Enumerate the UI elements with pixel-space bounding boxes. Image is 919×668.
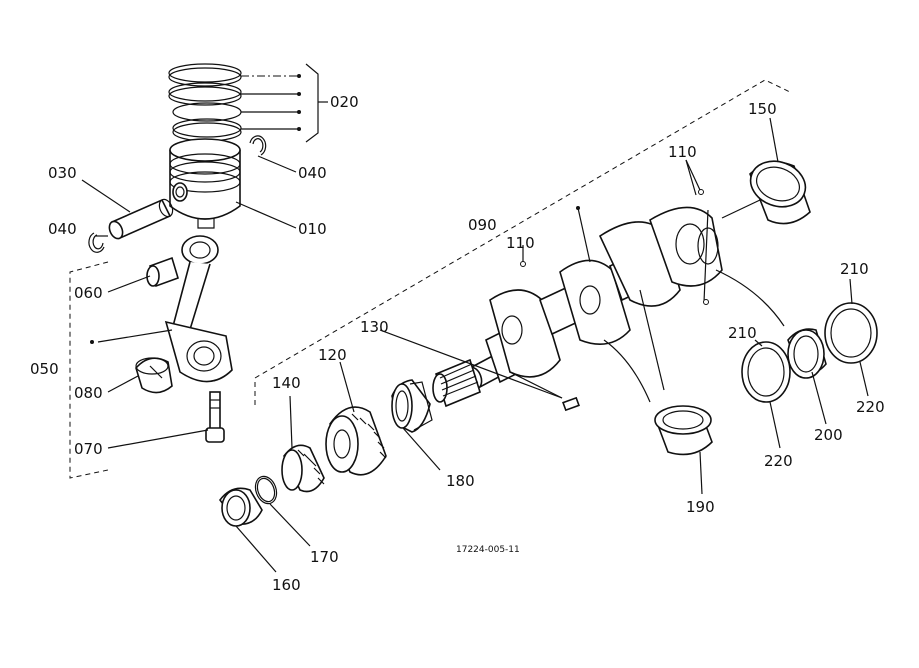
- label-110-right: 110: [668, 143, 697, 161]
- label-090: 090: [468, 216, 497, 234]
- crankshaft-group-bracket: [254, 79, 791, 405]
- label-150: 150: [748, 100, 777, 118]
- woodruff-key: [562, 396, 580, 412]
- part-labels: 020 030 040 010 040 060 050 080 070 090 …: [30, 93, 885, 594]
- document-id: 17224-005-11: [456, 545, 520, 555]
- label-190: 190: [686, 498, 715, 516]
- collar-160: [218, 487, 263, 527]
- leader-lines: [81, 117, 869, 573]
- crank-gear-120: [325, 406, 387, 476]
- connecting-rod: [164, 235, 233, 383]
- thrust-bearing-200: [787, 328, 827, 379]
- bearing-180: [391, 379, 433, 433]
- label-030: 030: [48, 164, 77, 182]
- label-210-left: 210: [728, 324, 757, 342]
- label-200: 200: [814, 426, 843, 444]
- piston: [169, 138, 241, 229]
- label-040-lower: 040: [48, 220, 77, 238]
- crankshaft: [465, 206, 723, 390]
- oil-pump-gear-140: [281, 444, 325, 493]
- label-130: 130: [360, 318, 389, 336]
- ring-callout-lines: [241, 63, 328, 143]
- main-bearing-190: [654, 405, 713, 456]
- label-060: 060: [74, 284, 103, 302]
- label-120: 120: [318, 346, 347, 364]
- circlip-upper: [249, 135, 267, 156]
- label-140: 140: [272, 374, 301, 392]
- label-220-right: 220: [856, 398, 885, 416]
- label-050: 050: [30, 360, 59, 378]
- crank-gear-spline: [432, 358, 481, 408]
- connecting-rod-bolt: [205, 391, 225, 443]
- label-170: 170: [310, 548, 339, 566]
- piston-pin: [108, 198, 174, 240]
- thrust-washer-right: [824, 302, 878, 364]
- label-110-left: 110: [506, 234, 535, 252]
- conrod-group-bracket: [69, 261, 109, 479]
- label-020: 020: [330, 93, 359, 111]
- label-070: 070: [74, 440, 103, 458]
- rear-bearing-150: [749, 160, 811, 225]
- big-end-bearing: [135, 357, 173, 394]
- circlip-lower: [88, 232, 105, 253]
- label-220-left: 220: [764, 452, 793, 470]
- thrust-washer-left: [741, 341, 791, 403]
- small-end-bushing: [146, 256, 179, 288]
- label-180: 180: [446, 472, 475, 490]
- o-ring-170: [254, 475, 278, 505]
- piston-rings: [168, 63, 242, 142]
- label-010: 010: [298, 220, 327, 238]
- label-080: 080: [74, 384, 103, 402]
- label-160: 160: [272, 576, 301, 594]
- label-210-right: 210: [840, 260, 869, 278]
- label-040-upper: 040: [298, 164, 327, 182]
